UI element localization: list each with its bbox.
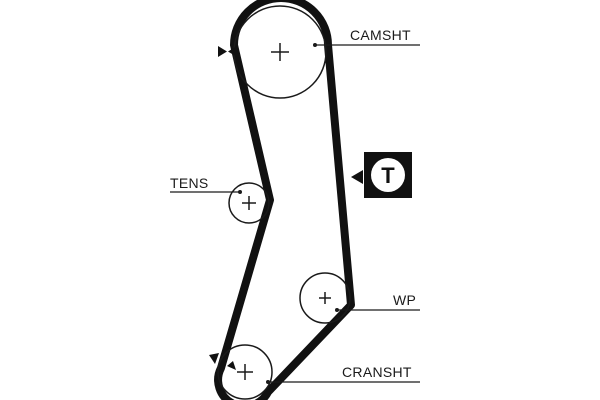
leader-lines (170, 44, 420, 383)
camshaft-anchor-dot (313, 43, 317, 47)
crankshaft-label: CRANSHT (342, 364, 412, 380)
tensioner-label: TENS (170, 175, 209, 191)
water-pump-anchor-dot (335, 308, 339, 312)
water-pump-pulley (299, 272, 351, 324)
camshaft-label: CAMSHT (350, 27, 411, 43)
tension-point-icon: T (351, 152, 412, 198)
tensioner-anchor-dot (238, 190, 242, 194)
water-pump-label: WP (393, 292, 416, 308)
tensioner-pulley (228, 182, 270, 224)
tension-badge-letter: T (381, 163, 395, 188)
crankshaft-pulley (217, 344, 273, 400)
rotation-arrow-icon (209, 353, 236, 370)
rotation-arrow-icon (218, 46, 237, 57)
timing-belt (214, 0, 355, 400)
crankshaft-anchor-dot (266, 380, 270, 384)
camshaft-pulley (233, 5, 327, 99)
